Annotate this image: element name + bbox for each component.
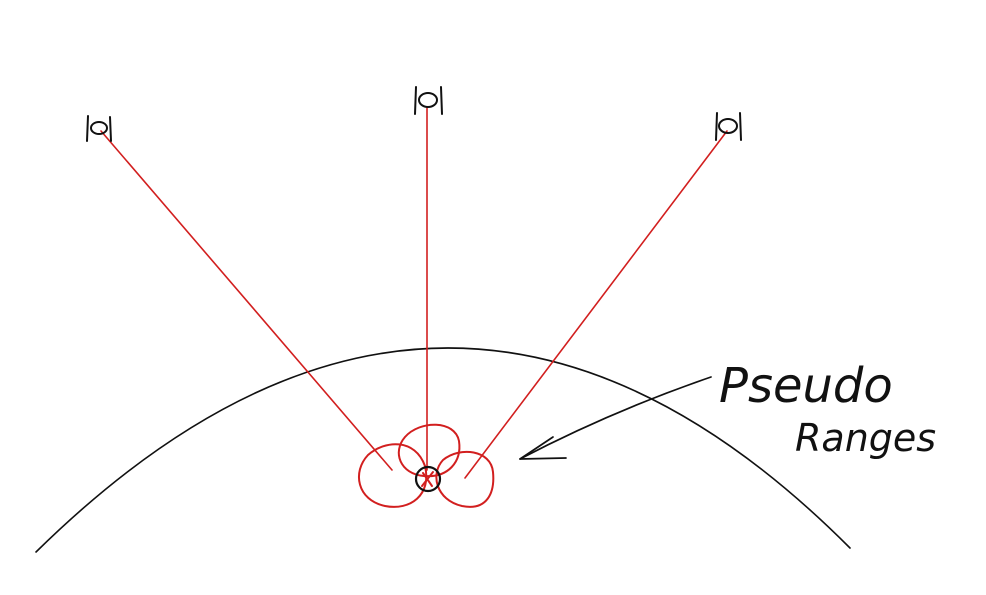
arrow-icon: [519, 376, 712, 460]
satellite-icon: [715, 112, 742, 141]
range-circle-center: [397, 423, 461, 478]
range-line-right: [464, 130, 728, 479]
range-error-circles: [358, 423, 495, 508]
annotation-line-2: Ranges: [795, 416, 936, 460]
earth-horizon: [35, 347, 851, 553]
receiver-position-icon: [414, 465, 442, 493]
annotation-line-1: Pseudo: [719, 358, 893, 414]
range-lines: [100, 107, 728, 479]
range-line-left: [100, 130, 393, 471]
satellite-icon: [414, 86, 443, 115]
satellite-icon: [86, 115, 112, 142]
range-circle-right: [435, 451, 495, 508]
